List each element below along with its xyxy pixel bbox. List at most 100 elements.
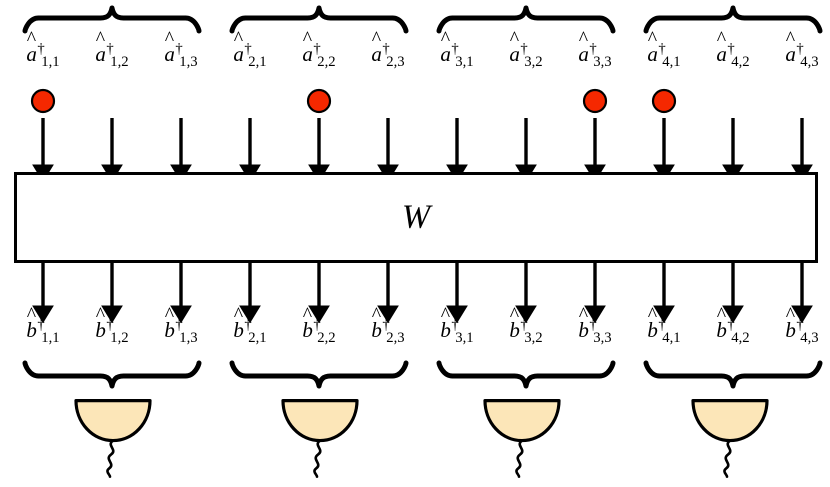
detector-icon <box>691 399 769 478</box>
input-symbol: ^a <box>578 29 589 66</box>
top-brace-group-2 <box>229 5 409 34</box>
unitary-transform-box[interactable]: W <box>14 172 818 263</box>
output-base-letter: b <box>509 318 520 342</box>
hat-accent-icon: ^ <box>785 304 796 327</box>
output-subscript: 3,1 <box>455 330 474 347</box>
dagger-icon: † <box>313 41 321 57</box>
output-label-2-1: ^b†2,1 <box>233 305 266 345</box>
input-base-letter: a <box>95 42 106 66</box>
hat-accent-icon: ^ <box>440 28 451 51</box>
photon-detector-1[interactable] <box>72 398 154 487</box>
output-symbol: ^b <box>371 305 382 341</box>
input-subscript: 2,3 <box>386 54 405 71</box>
dagger-icon: † <box>520 317 528 333</box>
input-base-letter: a <box>164 42 175 66</box>
bottom-brace-group-3 <box>436 360 616 389</box>
detector-bowl <box>691 399 769 443</box>
input-symbol: ^a <box>509 29 520 66</box>
output-symbol: ^b <box>578 305 589 341</box>
input-base-letter: a <box>302 42 313 66</box>
photon-detector-3[interactable] <box>481 398 563 487</box>
detector-wire <box>106 439 115 478</box>
output-label-2-2: ^b†2,2 <box>302 305 335 345</box>
output-label-2-3: ^b†2,3 <box>371 305 404 345</box>
output-label-3-2: ^b†3,2 <box>509 305 542 345</box>
bottom-brace-group-1 <box>22 360 202 389</box>
output-base-letter: b <box>164 318 175 342</box>
input-label-4-2: ^a†4,2 <box>716 29 749 69</box>
output-symbol: ^b <box>233 305 244 342</box>
input-subscript: 2,1 <box>248 54 267 71</box>
output-symbol: ^b <box>716 305 727 341</box>
photon-dot-4-1 <box>651 88 677 114</box>
output-label-1-3: ^b†1,3 <box>164 305 197 345</box>
photon-detector-4[interactable] <box>689 398 771 487</box>
dagger-icon: † <box>37 317 45 333</box>
input-base-letter: a <box>578 42 589 66</box>
output-symbol: ^b <box>785 305 796 341</box>
input-base-letter: a <box>785 42 796 66</box>
output-symbol: ^b <box>164 305 175 342</box>
output-base-letter: b <box>26 318 37 342</box>
input-base-letter: a <box>26 42 37 66</box>
hat-accent-icon: ^ <box>95 304 106 327</box>
output-label-3-1: ^b†3,1 <box>440 305 473 345</box>
top-brace-group-3 <box>436 5 616 34</box>
output-label-4-3: ^b†4,3 <box>785 305 818 345</box>
dagger-icon: † <box>796 317 804 333</box>
detector-wire <box>313 439 322 478</box>
photon-detector-2[interactable] <box>279 398 361 487</box>
output-subscript: 4,3 <box>800 330 819 347</box>
hat-accent-icon: ^ <box>578 304 589 327</box>
input-label-2-1: ^a†2,1 <box>233 29 266 69</box>
bottom-brace-group-2 <box>229 360 409 389</box>
input-base-letter: a <box>509 42 520 66</box>
output-symbol: ^b <box>440 305 451 341</box>
photon-dot-2-2 <box>306 88 332 114</box>
output-base-letter: b <box>233 318 244 342</box>
input-symbol: ^a <box>164 29 175 66</box>
input-symbol: ^a <box>95 29 106 66</box>
dagger-icon: † <box>106 317 114 333</box>
dagger-icon: † <box>727 317 735 333</box>
dagger-icon: † <box>589 41 597 57</box>
input-symbol: ^a <box>785 29 796 66</box>
output-subscript: 4,1 <box>662 330 681 347</box>
hat-accent-icon: ^ <box>371 28 382 51</box>
input-subscript: 4,1 <box>662 54 681 71</box>
input-label-1-3: ^a†1,3 <box>164 29 197 69</box>
output-symbol: ^b <box>302 305 313 341</box>
output-base-letter: b <box>647 318 658 342</box>
input-subscript: 3,2 <box>524 54 543 71</box>
output-subscript: 2,3 <box>386 330 405 347</box>
input-label-4-3: ^a†4,3 <box>785 29 818 69</box>
hat-accent-icon: ^ <box>647 28 658 51</box>
hat-accent-icon: ^ <box>509 304 520 327</box>
bottom-brace-group-4 <box>643 360 823 389</box>
output-symbol: ^b <box>95 305 106 341</box>
input-subscript: 1,1 <box>41 54 60 71</box>
input-subscript: 4,3 <box>800 54 819 71</box>
hat-accent-icon: ^ <box>716 28 727 51</box>
input-subscript: 4,2 <box>731 54 750 71</box>
input-label-2-3: ^a†2,3 <box>371 29 404 69</box>
dagger-icon: † <box>589 317 597 333</box>
input-subscript: 2,2 <box>317 54 336 71</box>
hat-accent-icon: ^ <box>440 304 451 327</box>
detector-wire <box>723 439 732 478</box>
output-label-1-2: ^b†1,2 <box>95 305 128 345</box>
detector-icon <box>483 399 561 478</box>
output-subscript: 2,1 <box>248 330 267 347</box>
input-symbol: ^a <box>371 29 382 65</box>
input-subscript: 3,1 <box>455 54 474 71</box>
input-subscript: 1,2 <box>110 54 129 71</box>
input-label-4-1: ^a†4,1 <box>647 29 680 69</box>
input-label-1-2: ^a†1,2 <box>95 29 128 69</box>
